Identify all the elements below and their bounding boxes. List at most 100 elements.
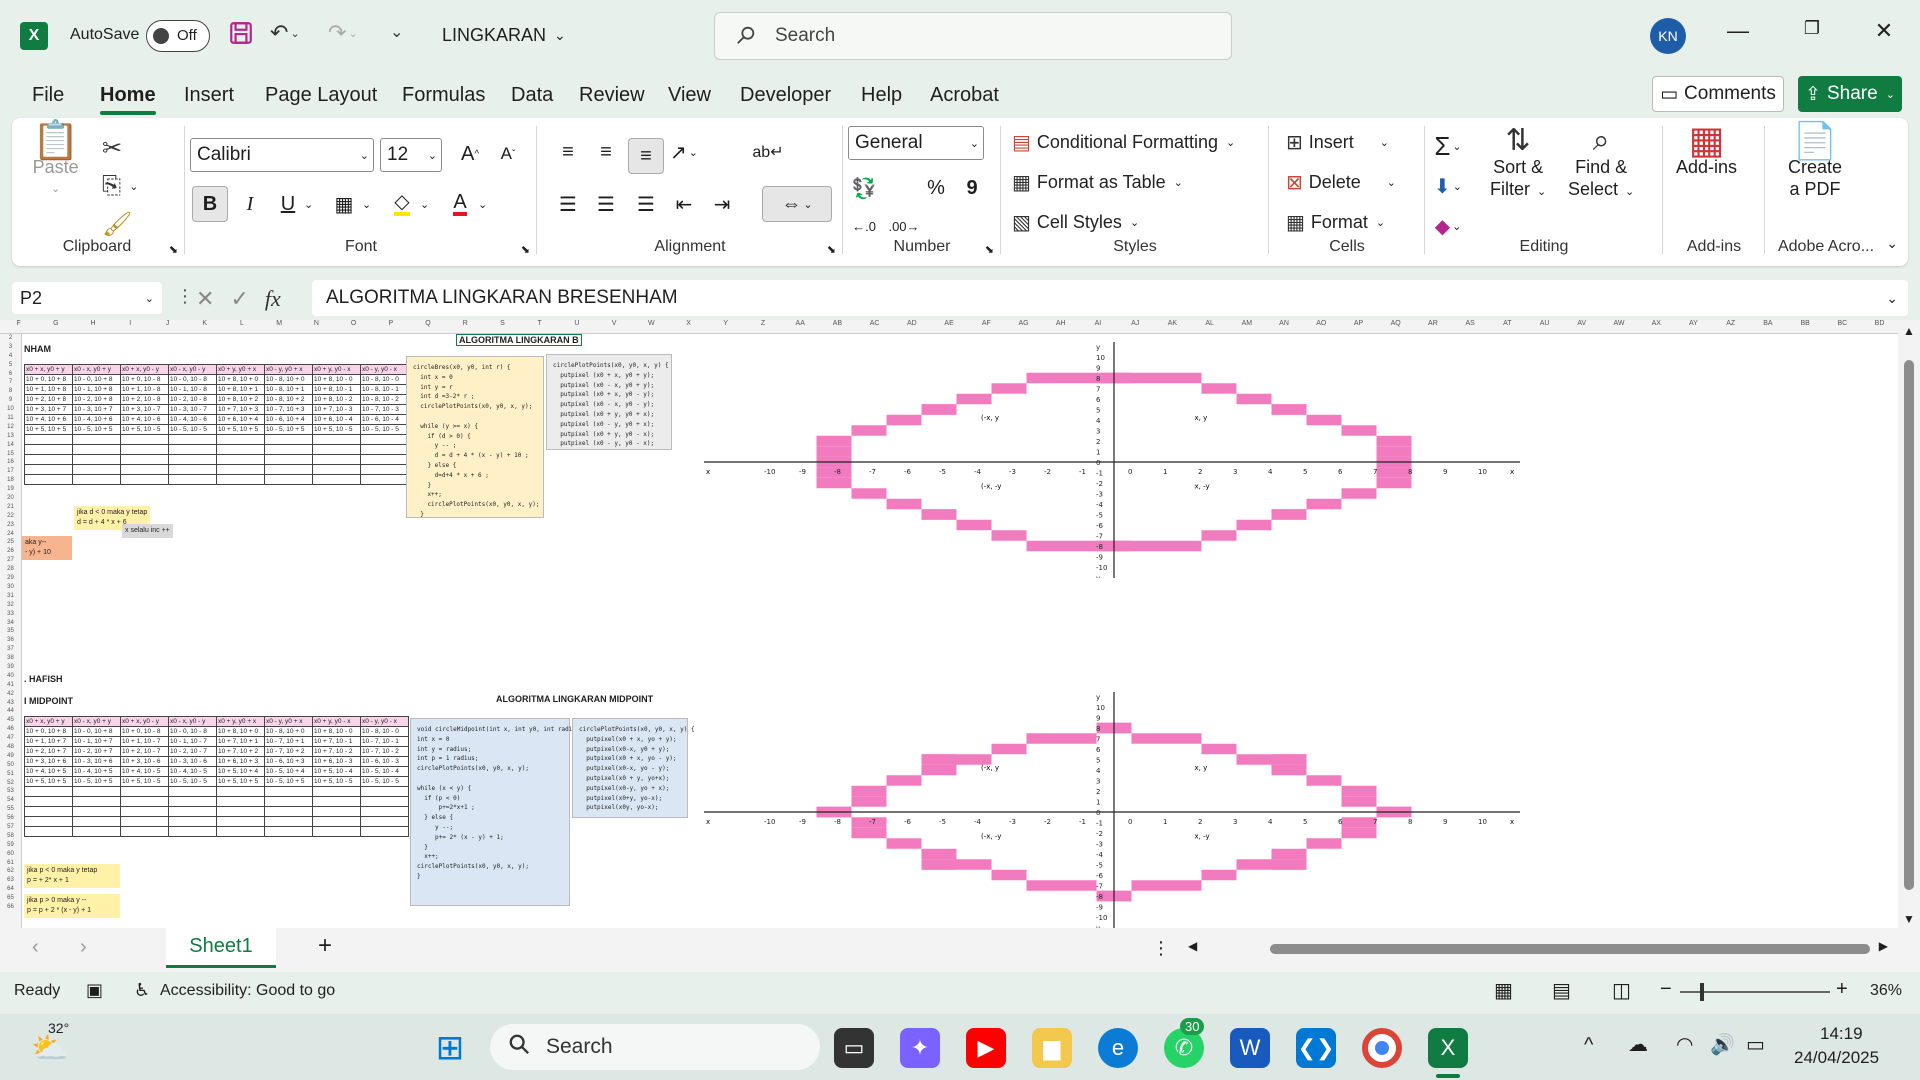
table-cell[interactable]: 10 + 0, 10 + 8 xyxy=(24,726,73,737)
task-view-icon[interactable]: ▭ xyxy=(834,1028,874,1068)
zoom-in-icon[interactable]: + xyxy=(1836,978,1848,1000)
accessibility-status[interactable]: Accessibility: Good to go xyxy=(160,982,336,999)
search-box[interactable]: Search xyxy=(714,12,1232,60)
clock-time[interactable]: 14:19 xyxy=(1820,1024,1863,1043)
column-header[interactable]: AM xyxy=(1241,320,1253,327)
wifi-icon[interactable]: ◠ xyxy=(1676,1034,1694,1056)
percent-button[interactable]: % xyxy=(927,176,945,199)
decrease-indent-icon[interactable]: ⇤ xyxy=(675,193,693,216)
row-header[interactable]: 45 xyxy=(7,717,14,724)
redo-icon[interactable]: ↷⌄ xyxy=(328,20,358,45)
table-cell[interactable]: 10 + 7, 10 + 2 xyxy=(216,746,265,757)
tab-page-layout[interactable]: Page Layout xyxy=(265,84,378,106)
row-header[interactable]: 19 xyxy=(7,486,14,493)
table-cell[interactable]: 10 - 3, 10 + 7 xyxy=(72,404,121,415)
row-header[interactable]: 4 xyxy=(8,352,13,359)
row-header[interactable]: 6 xyxy=(8,370,13,377)
table-cell[interactable]: 10 + 5, 10 + 4 xyxy=(216,766,265,777)
table-cell[interactable]: 10 - 3, 10 - 7 xyxy=(168,404,217,415)
table-cell[interactable]: 10 + 8, 10 - 2 xyxy=(312,394,361,405)
table-cell[interactable]: 10 - 8, 10 - 0 xyxy=(360,374,409,385)
table-cell[interactable] xyxy=(360,434,409,445)
zoom-slider-thumb[interactable] xyxy=(1700,983,1704,1001)
table-cell[interactable]: 10 + 6, 10 - 4 xyxy=(312,414,361,425)
table-cell[interactable]: 10 - 5, 10 - 5 xyxy=(168,424,217,435)
table-cell[interactable] xyxy=(168,786,217,797)
tab-insert[interactable]: Insert xyxy=(184,84,235,106)
table-cell[interactable]: 10 + 4, 10 - 5 xyxy=(120,766,169,777)
table-cell[interactable]: x0 - x, y0 - y xyxy=(168,716,217,727)
table-cell[interactable]: 10 - 0, 10 - 8 xyxy=(168,726,217,737)
column-header[interactable]: O xyxy=(350,320,357,327)
table-cell[interactable]: 10 + 7, 10 + 3 xyxy=(216,404,265,415)
bold-button[interactable]: B xyxy=(192,186,228,222)
table-cell[interactable]: 10 + 5, 10 - 5 xyxy=(312,424,361,435)
comma-button[interactable]: 9 xyxy=(966,176,978,199)
table-cell[interactable]: 10 + 8, 10 + 1 xyxy=(216,384,265,395)
row-header[interactable]: 63 xyxy=(7,877,14,884)
row-header[interactable]: 32 xyxy=(7,601,14,608)
column-header[interactable]: AH xyxy=(1055,320,1066,327)
accounting-icon[interactable]: 💱 xyxy=(851,177,877,200)
table-cell[interactable] xyxy=(24,464,73,475)
row-header[interactable]: 37 xyxy=(7,646,14,653)
table-cell[interactable]: x0 + y, y0 + x xyxy=(216,364,265,375)
table-cell[interactable] xyxy=(264,474,313,485)
column-header[interactable]: AU xyxy=(1539,320,1550,327)
table-cell[interactable]: 10 + 0, 10 + 8 xyxy=(24,374,73,385)
table-cell[interactable]: 10 + 4, 10 + 5 xyxy=(24,766,73,777)
table-cell[interactable] xyxy=(168,454,217,465)
row-header[interactable]: 24 xyxy=(7,530,14,537)
row-header[interactable]: 58 xyxy=(7,832,14,839)
cloud-icon[interactable]: ☁ xyxy=(1628,1034,1648,1056)
table-cell[interactable]: 10 - 2, 10 - 8 xyxy=(168,394,217,405)
copilot-icon[interactable]: ✦ xyxy=(900,1028,940,1068)
table-cell[interactable] xyxy=(312,796,361,807)
column-header[interactable]: X xyxy=(686,320,691,327)
more-icon[interactable]: ⋮ xyxy=(176,286,194,306)
table-cell[interactable] xyxy=(312,816,361,827)
wrap-text-icon[interactable]: ab↵ xyxy=(752,144,784,161)
table-cell[interactable] xyxy=(312,474,361,485)
row-header[interactable]: 54 xyxy=(7,797,14,804)
document-name[interactable]: LINGKARAN⌄ xyxy=(442,25,566,45)
table-cell[interactable] xyxy=(168,796,217,807)
minimize-icon[interactable]: — xyxy=(1727,18,1749,43)
row-header[interactable]: 64 xyxy=(7,886,14,893)
table-cell[interactable] xyxy=(168,816,217,827)
insert-function-icon[interactable]: fx xyxy=(264,286,281,311)
table-cell[interactable] xyxy=(216,454,265,465)
column-header[interactable]: BA xyxy=(1763,320,1773,327)
table-cell[interactable] xyxy=(312,826,361,837)
row-header[interactable]: 7 xyxy=(8,379,13,386)
font-color-icon[interactable]: A xyxy=(442,186,478,222)
column-header[interactable]: AJ xyxy=(1131,320,1140,327)
table-cell[interactable]: x0 + x, y0 - y xyxy=(120,716,169,727)
table-cell[interactable] xyxy=(216,444,265,455)
align-bottom-icon[interactable]: ≡ xyxy=(628,138,664,174)
row-header[interactable]: 62 xyxy=(7,868,14,875)
row-header[interactable]: 59 xyxy=(7,841,14,848)
table-cell[interactable]: 10 + 1, 10 + 8 xyxy=(24,384,73,395)
column-header[interactable]: AE xyxy=(944,320,954,327)
table-cell[interactable]: 10 - 8, 10 + 0 xyxy=(264,726,313,737)
column-header[interactable]: I xyxy=(129,320,132,327)
table-cell[interactable]: 10 - 8, 10 + 1 xyxy=(264,384,313,395)
font-name-select[interactable]: Calibri⌄ xyxy=(190,138,374,172)
table-cell[interactable] xyxy=(216,826,265,837)
table-cell[interactable]: 10 - 7, 10 - 3 xyxy=(360,404,409,415)
table-cell[interactable] xyxy=(24,806,73,817)
table-cell[interactable]: 10 - 3, 10 + 6 xyxy=(72,756,121,767)
column-header[interactable]: AB xyxy=(832,320,843,327)
column-header[interactable]: AN xyxy=(1279,320,1289,327)
table-cell[interactable]: 10 - 5, 10 - 4 xyxy=(360,766,409,777)
table-cell[interactable]: 10 + 5, 10 - 4 xyxy=(312,766,361,777)
column-header[interactable]: AK xyxy=(1167,320,1178,327)
table-cell[interactable] xyxy=(312,434,361,445)
table-cell[interactable] xyxy=(312,454,361,465)
row-header[interactable]: 50 xyxy=(7,761,14,768)
fill-dropdown-icon[interactable]: ⌄ xyxy=(420,199,430,211)
table-cell[interactable] xyxy=(168,826,217,837)
tab-data[interactable]: Data xyxy=(511,84,554,106)
vertical-scroll-thumb[interactable] xyxy=(1904,360,1914,890)
